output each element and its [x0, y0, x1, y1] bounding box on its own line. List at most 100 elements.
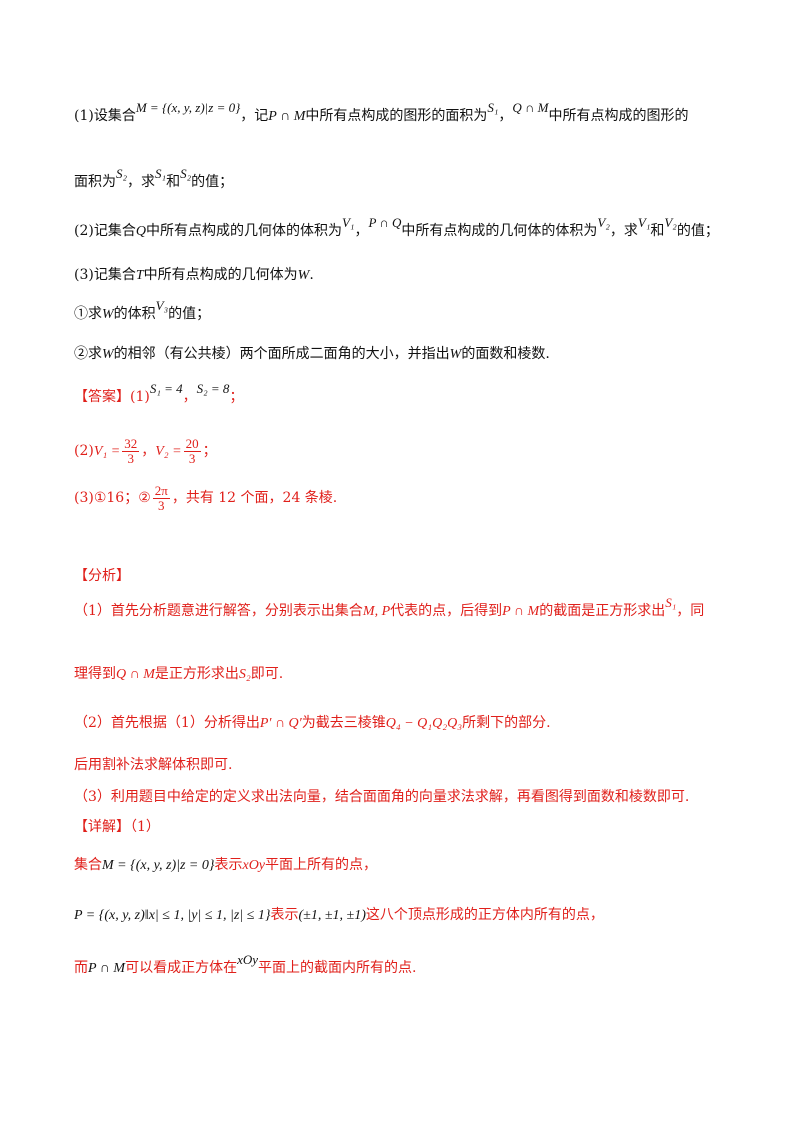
- text: 的相邻（有公共棱）两个面所成二面角的大小，并指出: [113, 346, 450, 362]
- answer-tag: 【答案】: [74, 389, 130, 405]
- text: （2）首先根据（1）分析得出: [74, 715, 260, 731]
- s1-symbol: S₁: [665, 595, 677, 610]
- text: ，: [182, 389, 197, 405]
- text: 集合: [74, 857, 102, 873]
- text: 的截面是正方形求出: [539, 603, 666, 619]
- text: ；: [202, 443, 217, 459]
- question-3-sub-1: ①求W的体积V₃的值；: [74, 298, 211, 325]
- text: 和: [650, 223, 665, 239]
- text: ，记: [240, 108, 269, 124]
- v1-symbol: V₁: [341, 215, 355, 230]
- text: 中所有点构成的图形的: [548, 108, 689, 124]
- p-prime-cap-q-prime: P′ ∩ Q′: [259, 716, 302, 731]
- v2-label: V₂ =: [155, 444, 182, 459]
- p-cap-m: P ∩ M: [88, 961, 126, 976]
- question-3-sub-2: ②求W的相邻（有公共棱）两个面所成二面角的大小，并指出W的面数和棱数.: [74, 344, 550, 365]
- w-symbol: W: [102, 347, 114, 362]
- text: 中所有点构成的几何体为: [143, 267, 298, 283]
- s1-symbol: S₁: [155, 166, 167, 181]
- set-q: Q: [135, 224, 146, 239]
- text: ，: [141, 443, 156, 459]
- question-3-line: (3)记集合T中所有点构成的几何体为W.: [74, 265, 314, 286]
- detail-heading: 【详解】（1）: [74, 817, 160, 837]
- analysis-line-4: 后用割补法求解体积即可.: [74, 757, 233, 773]
- text: (2): [74, 443, 94, 459]
- text: ，求: [127, 174, 156, 190]
- w-symbol: W: [102, 307, 114, 322]
- text: 表示: [214, 857, 243, 873]
- text: (2)记集合: [74, 223, 136, 239]
- s1-symbol: S₁: [487, 100, 499, 115]
- text: ，: [498, 108, 513, 124]
- text: 面积为: [74, 174, 116, 190]
- p-cap-q: P ∩ Q: [368, 215, 402, 230]
- analysis-line-3: （2）首先根据（1）分析得出P′ ∩ Q′为截去三棱锥Q₄ − Q₁Q₂Q₃所剩…: [74, 713, 551, 734]
- s1-value: S₁ = 4: [149, 381, 183, 396]
- text: 的值；: [191, 174, 234, 190]
- s2-symbol: S₂: [180, 166, 192, 181]
- angle-denominator: 3: [158, 497, 165, 513]
- p-cap-m: P ∩ M: [502, 604, 540, 619]
- text: (1): [130, 389, 150, 405]
- text: 表示: [270, 907, 299, 923]
- question-2-line: (2)记集合Q中所有点构成的几何体的体积为V₁，P ∩ Q中所有点构成的几何体的…: [74, 215, 719, 242]
- v1-symbol: V₁: [637, 215, 651, 230]
- text: ①求: [74, 306, 102, 322]
- set-m-formula: M = {(x, y, z)|z = 0}: [102, 858, 215, 873]
- text: ；: [229, 389, 244, 405]
- set-t: T: [135, 268, 144, 283]
- text: 的体积: [113, 306, 156, 322]
- s2-value: S₂ = 8: [196, 381, 230, 396]
- v2-denominator: 3: [188, 450, 196, 466]
- text: ，求: [609, 223, 638, 239]
- text: 即可.: [250, 666, 284, 682]
- text: .: [309, 267, 314, 283]
- detail-tag: 【详解】: [74, 819, 130, 835]
- s2-symbol: S₂: [116, 166, 128, 181]
- vertex-coordinates: (±1, ±1, ±1): [298, 908, 366, 923]
- text: (3)记集合: [74, 267, 136, 283]
- pyramid-label: Q₄ − Q₁Q₂Q₃: [385, 716, 463, 731]
- text: 而: [74, 960, 88, 976]
- text: ，同: [676, 603, 705, 619]
- detail-line-1: 集合M = {(x, y, z)|z = 0}表示xOy平面上所有的点，: [74, 855, 377, 876]
- text: 中所有点构成的几何体的体积为: [145, 223, 342, 239]
- text: 可以看成正方体在: [125, 960, 238, 976]
- text: 所剩下的部分.: [462, 715, 551, 731]
- p-cap-m: P ∩ M: [268, 109, 306, 124]
- analysis-line-5: （3）利用题目中给定的定义求出法向量，结合面面角的向量求法求解，再看图得到面数和…: [74, 789, 690, 805]
- v1-numerator: 32: [122, 435, 140, 452]
- text: 代表的点，后得到: [390, 603, 503, 619]
- text: 平面上所有的点，: [265, 857, 378, 873]
- text: ，共有 12 个面，24 条棱.: [171, 490, 338, 506]
- xoy-plane: xOy: [242, 858, 266, 873]
- v3-symbol: V₃: [155, 298, 169, 313]
- analysis-tag: 【分析】: [74, 568, 130, 584]
- text: 理得到: [74, 666, 116, 682]
- text: ，: [354, 223, 369, 239]
- text: (1)设集合: [74, 108, 136, 124]
- w-symbol: W: [297, 268, 310, 283]
- answer-line-1: 【答案】(1)S₁ = 4，S₂ = 8；: [74, 381, 244, 407]
- v2-symbol: V₂: [664, 215, 677, 230]
- text: （1）: [130, 819, 160, 835]
- text: （1）首先分析题意进行解答，分别表示出集合: [74, 603, 363, 619]
- text: (3)①16；②: [74, 490, 151, 506]
- detail-line-2: P = {(x, y, z)‖x| ≤ 1, |y| ≤ 1, |z| ≤ 1}…: [74, 905, 604, 926]
- text: 为截去三棱锥: [301, 715, 386, 731]
- text: 中所有点构成的几何体的体积为: [401, 223, 598, 239]
- v2-numerator: 20: [183, 435, 201, 452]
- question-1-line-2: 面积为S₂，求S₁和S₂的值；: [74, 166, 234, 192]
- text: 的值；: [168, 306, 211, 322]
- analysis-line-2: 理得到Q ∩ M是正方形求出S₂即可.: [74, 664, 283, 685]
- text: 的值；: [676, 223, 719, 239]
- angle-numerator: 2π: [152, 482, 170, 499]
- detail-line-3: 而P ∩ M可以看成正方体在xOy平面上的截面内所有的点.: [74, 952, 416, 979]
- text: ②求: [74, 346, 102, 362]
